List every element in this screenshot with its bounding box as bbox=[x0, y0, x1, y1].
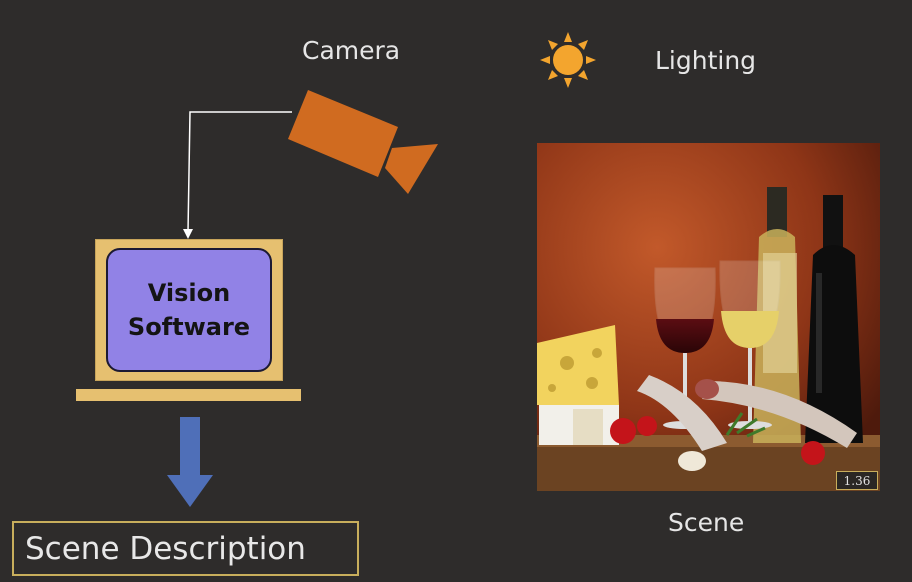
camera-connector bbox=[183, 111, 292, 239]
herb bbox=[725, 412, 766, 438]
software-line-2: Software bbox=[127, 313, 251, 341]
monitor-base bbox=[76, 389, 301, 401]
scene-label: Scene bbox=[668, 508, 745, 537]
white-wine-glass bbox=[719, 260, 781, 429]
down-arrow-icon bbox=[167, 417, 213, 507]
garlic bbox=[678, 451, 706, 471]
software-line-1: Vision bbox=[147, 279, 231, 307]
salami bbox=[637, 375, 857, 451]
monitor-screen: Vision Software bbox=[106, 248, 272, 372]
red-wine-bottle bbox=[805, 195, 863, 443]
scene-description-label: Scene Description bbox=[25, 530, 306, 567]
camera-icon bbox=[288, 90, 438, 194]
tomatoes bbox=[610, 416, 825, 465]
scene-photo bbox=[537, 143, 880, 491]
photo-badge: 1.36 bbox=[836, 471, 878, 490]
camera-label: Camera bbox=[302, 36, 401, 65]
cheese-wedge bbox=[537, 325, 619, 405]
white-cheese bbox=[539, 405, 619, 445]
sun-icon bbox=[540, 32, 596, 88]
monitor-frame: Vision Software bbox=[95, 239, 283, 381]
red-wine-glass bbox=[654, 267, 716, 429]
vision-software-label: Vision Software bbox=[128, 276, 250, 344]
scene-description-box: Scene Description bbox=[12, 521, 359, 576]
lighting-label: Lighting bbox=[655, 46, 757, 75]
